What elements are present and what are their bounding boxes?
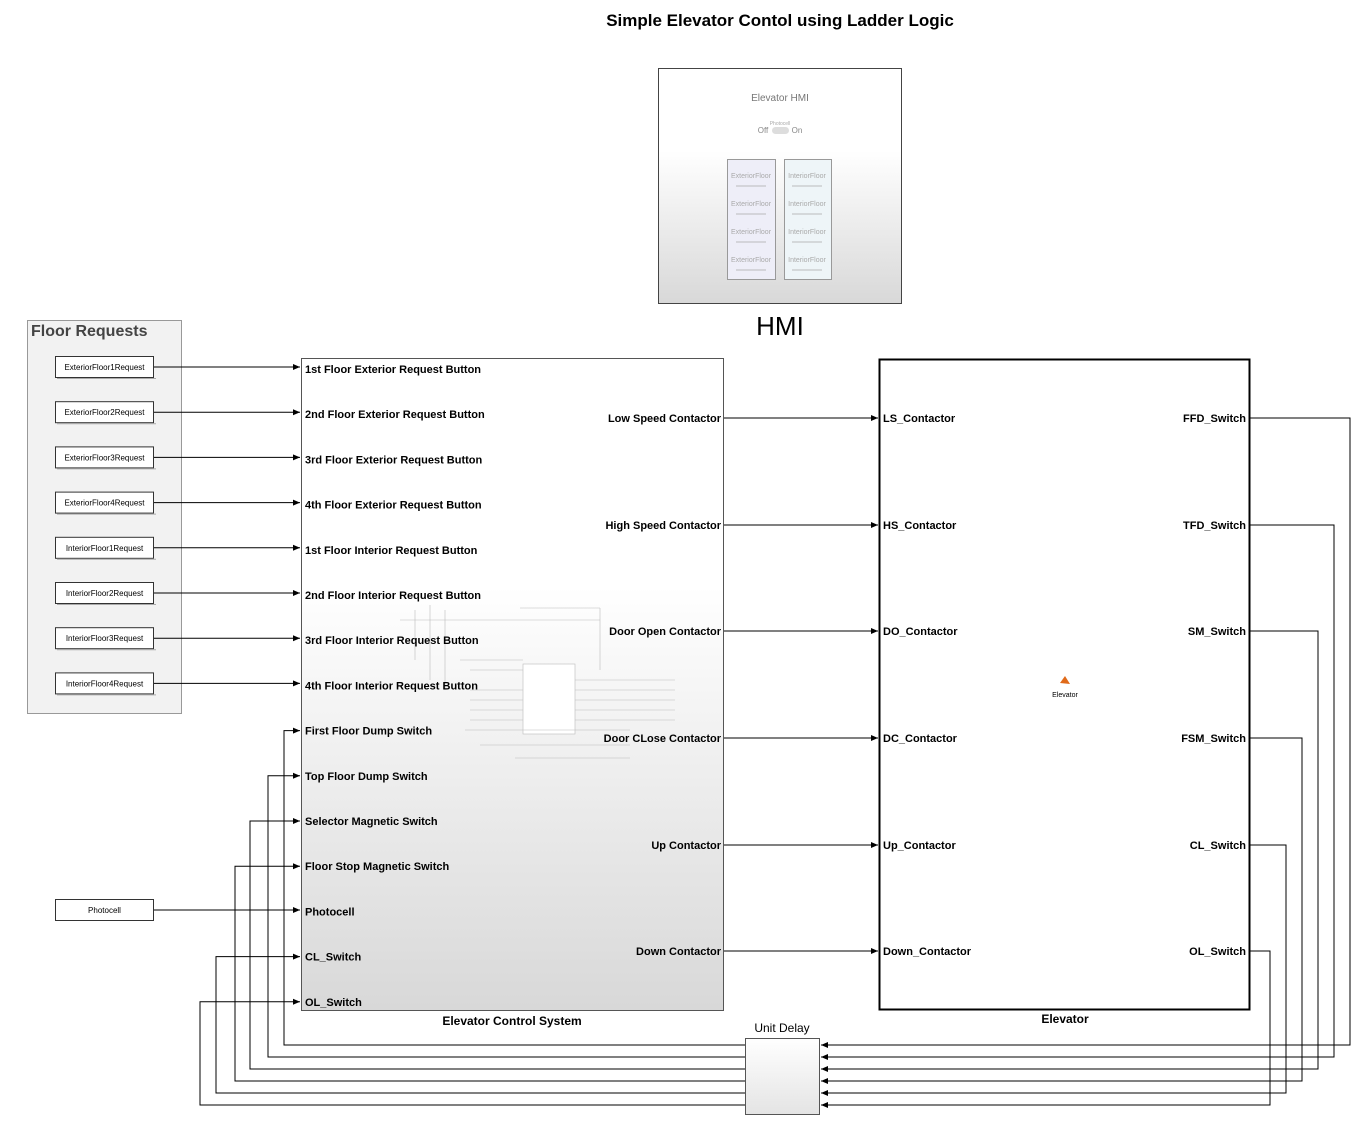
elevator-output-port: FFD_Switch bbox=[1183, 413, 1246, 425]
delayed-feedback-line[interactable] bbox=[234, 863, 745, 1082]
control-system-input-port: Top Floor Dump Switch bbox=[305, 771, 428, 783]
control-system-input-port: Photocell bbox=[305, 906, 355, 918]
control-system-output-port: Low Speed Contactor bbox=[608, 413, 722, 425]
floor-request-block[interactable] bbox=[55, 491, 154, 514]
hmi-toggle-off: Off bbox=[758, 126, 769, 135]
hmi-toggle-label: Photocell bbox=[770, 121, 791, 127]
delayed-feedback-line[interactable] bbox=[267, 772, 745, 1058]
hmi-toggle-on: On bbox=[792, 126, 803, 135]
floor-request-block[interactable] bbox=[55, 356, 154, 378]
floor-request-block-label: ExteriorFloor4Request bbox=[64, 499, 145, 508]
control-system-input-port: 3rd Floor Exterior Request Button bbox=[305, 454, 483, 466]
floor-request-block-label: InteriorFloor3Request bbox=[66, 634, 144, 643]
control-system-output-port: Down Contactor bbox=[636, 946, 722, 958]
floor-request-block-label: InteriorFloor4Request bbox=[66, 679, 144, 688]
control-system-input-port: CL_Switch bbox=[305, 952, 362, 964]
interior-button-group bbox=[784, 159, 832, 280]
delayed-feedback-line[interactable] bbox=[215, 953, 745, 1094]
diagram-title: Simple Elevator Contol using Ladder Logi… bbox=[606, 11, 954, 30]
exterior-floor-button-label: ExteriorFloor bbox=[731, 173, 772, 180]
feedback-line[interactable] bbox=[821, 417, 1351, 1048]
elevator-block[interactable] bbox=[878, 358, 1251, 1011]
control-system-preview bbox=[400, 605, 675, 759]
delayed-feedback-line[interactable] bbox=[283, 727, 745, 1046]
control-system-input-port: 3rd Floor Interior Request Button bbox=[305, 635, 479, 647]
interior-floor-button-label: InteriorFloor bbox=[788, 201, 826, 208]
control-system-input-port: 1st Floor Interior Request Button bbox=[305, 545, 478, 557]
floor-request-block-label: ExteriorFloor3Request bbox=[64, 453, 145, 462]
control-system-output-port: Door CLose Contactor bbox=[604, 733, 722, 745]
unit-delay-block[interactable] bbox=[745, 1038, 820, 1115]
elevator-name: Elevator bbox=[1041, 1012, 1089, 1026]
exterior-floor-button-label: ExteriorFloor bbox=[731, 257, 772, 264]
elevator-input-port: HS_Contactor bbox=[883, 520, 957, 532]
floor-request-block-label: ExteriorFloor2Request bbox=[64, 408, 145, 417]
delayed-feedback-line[interactable] bbox=[249, 818, 745, 1070]
floor-request-block[interactable] bbox=[55, 582, 154, 604]
interior-floor-button-label: InteriorFloor bbox=[788, 229, 826, 236]
feedback-line[interactable] bbox=[821, 950, 1271, 1108]
floor-request-block-label: InteriorFloor1Request bbox=[66, 544, 144, 553]
control-system-input-port: OL_Switch bbox=[305, 997, 362, 1009]
elevator-output-port: TFD_Switch bbox=[1183, 520, 1246, 532]
floor-request-block[interactable] bbox=[55, 672, 154, 695]
delayed-feedback-line[interactable] bbox=[199, 998, 745, 1106]
control-system-output-port: High Speed Contactor bbox=[605, 520, 721, 532]
floor-request-block[interactable] bbox=[55, 446, 154, 469]
control-system-input-port: 4th Floor Exterior Request Button bbox=[305, 500, 482, 512]
floor-request-block[interactable] bbox=[55, 627, 154, 650]
interior-floor-button-label: InteriorFloor bbox=[788, 173, 826, 180]
control-system-name: Elevator Control System bbox=[442, 1014, 581, 1028]
exterior-floor-button-label: ExteriorFloor bbox=[731, 201, 772, 208]
elevator-icon-label: Elevator bbox=[1052, 692, 1078, 699]
feedback-line[interactable] bbox=[821, 630, 1319, 1072]
elevator-input-port: LS_Contactor bbox=[883, 413, 956, 425]
control-system-output-port: Door Open Contactor bbox=[609, 626, 722, 638]
feedback-line[interactable] bbox=[821, 524, 1335, 1060]
control-system-input-port: 2nd Floor Exterior Request Button bbox=[305, 409, 485, 421]
control-system-input-port: First Floor Dump Switch bbox=[305, 726, 432, 738]
feedback-line[interactable] bbox=[821, 737, 1303, 1084]
floor-request-block-label: InteriorFloor2Request bbox=[66, 589, 144, 598]
floor-request-block[interactable] bbox=[55, 536, 154, 559]
elevator-output-port: OL_Switch bbox=[1189, 946, 1246, 958]
hmi-panel-title: Elevator HMI bbox=[751, 93, 809, 104]
elevator-input-port: Up_Contactor bbox=[883, 840, 956, 852]
photocell-block-label: Photocell bbox=[88, 906, 121, 915]
control-system-input-port: 4th Floor Interior Request Button bbox=[305, 680, 478, 692]
elevator-input-port: DC_Contactor bbox=[883, 733, 958, 745]
floor-request-block-label: ExteriorFloor1Request bbox=[64, 363, 145, 372]
unit-delay-name: Unit Delay bbox=[754, 1021, 809, 1035]
hmi-label: HMI bbox=[756, 311, 804, 341]
exterior-floor-button-label: ExteriorFloor bbox=[731, 229, 772, 236]
control-system-output-port: Up Contactor bbox=[651, 840, 721, 852]
floor-requests-area bbox=[27, 320, 182, 714]
floor-requests-title: Floor Requests bbox=[31, 323, 148, 340]
elevator-input-port: DO_Contactor bbox=[883, 626, 958, 638]
elevator-input-port: Down_Contactor bbox=[883, 946, 972, 958]
interior-floor-button-label: InteriorFloor bbox=[788, 257, 826, 264]
control-system-input-port: Floor Stop Magnetic Switch bbox=[305, 861, 450, 873]
control-system-input-port: 2nd Floor Interior Request Button bbox=[305, 590, 481, 602]
floor-request-block[interactable] bbox=[55, 401, 154, 424]
hmi-panel[interactable]: Elevator HMI Photocell Off On ExteriorFl… bbox=[658, 68, 902, 304]
photocell-toggle[interactable] bbox=[772, 127, 789, 134]
photocell-block[interactable] bbox=[55, 899, 154, 921]
elevator-control-system-block[interactable] bbox=[301, 358, 724, 1011]
feedback-line[interactable] bbox=[821, 844, 1287, 1096]
control-system-input-port: Selector Magnetic Switch bbox=[305, 816, 438, 828]
exterior-button-group bbox=[727, 159, 776, 280]
elevator-output-port: SM_Switch bbox=[1188, 626, 1246, 638]
control-system-input-port: 1st Floor Exterior Request Button bbox=[305, 364, 481, 376]
elevator-output-port: FSM_Switch bbox=[1181, 733, 1246, 745]
matlab-function-icon bbox=[1060, 676, 1070, 684]
elevator-output-port: CL_Switch bbox=[1190, 840, 1247, 852]
